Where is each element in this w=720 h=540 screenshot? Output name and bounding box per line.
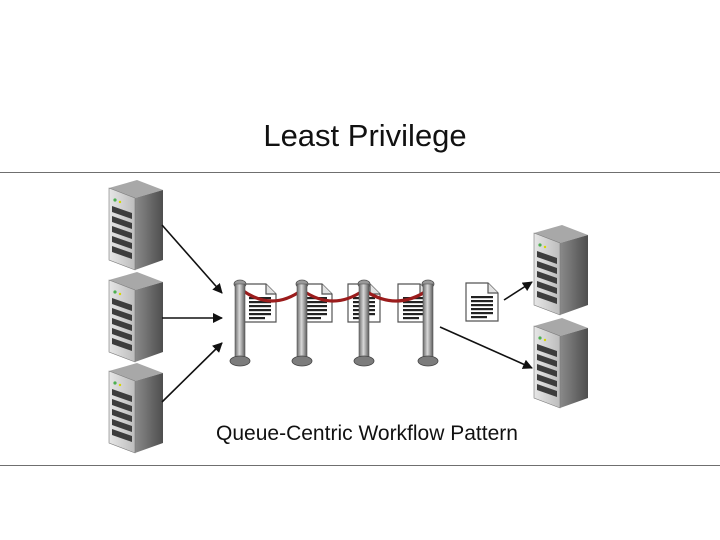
arrow-consumer-2 (439, 326, 533, 369)
consumer-server-2 (533, 317, 589, 409)
arrow-consumer-1 (503, 281, 533, 301)
arrow-producer-3 (161, 342, 223, 403)
bottom-divider (0, 465, 720, 466)
queue-ropes (240, 288, 430, 303)
dequeued-document (465, 282, 499, 322)
top-divider (0, 172, 720, 173)
consumer-server-1 (533, 224, 589, 316)
producer-server-1 (108, 179, 164, 271)
producer-server-2 (108, 271, 164, 363)
queue-document-1 (243, 283, 277, 323)
diagram-caption: Queue-Centric Workflow Pattern (216, 422, 518, 445)
slide-title: Least Privilege (263, 118, 467, 153)
arrow-producer-1 (161, 224, 223, 294)
